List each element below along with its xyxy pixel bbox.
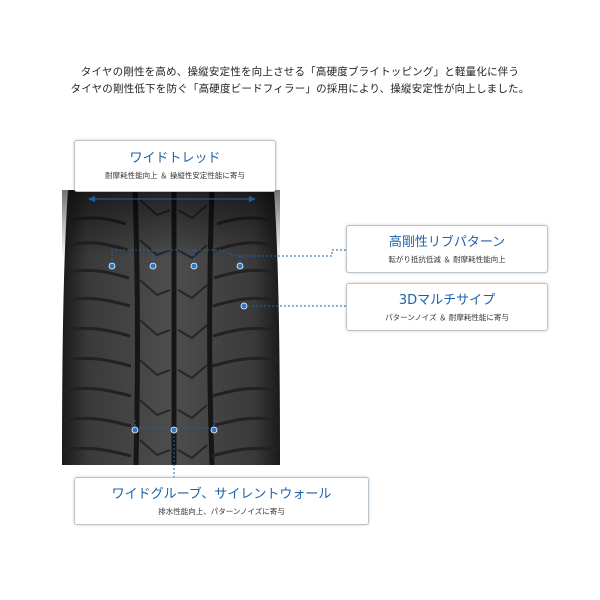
groove-marker-2 [170, 426, 178, 434]
tire-tread-drawing [62, 190, 280, 465]
callout-wide-tread: ワイドトレッド 耐摩耗性能向上 ＆ 操縦性安定性能に寄与 [74, 140, 276, 192]
callout-rib-pattern-desc: 転がり抵抗低減 ＆ 耐摩耗性能向上 [388, 255, 506, 264]
callout-wide-groove-title: ワイドグルーブ、サイレントウォール [111, 487, 332, 502]
callout-wide-tread-title: ワイドトレッド [129, 151, 221, 166]
rib-marker-4 [236, 262, 244, 270]
intro-text: タイヤの剛性を高め、操縦安定性を向上させる「高硬度ブライトッピング」と軽量化に伴… [0, 64, 600, 98]
callout-rib-pattern: 高剛性リブパターン 転がり抵抗低減 ＆ 耐摩耗性能向上 [346, 225, 548, 273]
callout-3d-sipe: 3Dマルチサイプ パターンノイズ ＆ 耐摩耗性能に寄与 [346, 283, 548, 331]
rib-leader [112, 249, 346, 257]
rib-marker-2 [149, 262, 157, 270]
arrow-left-icon [88, 196, 95, 202]
callout-wide-groove: ワイドグルーブ、サイレントウォール 排水性能向上、パターンノイズに寄与 [74, 477, 369, 525]
arrow-right-icon [249, 196, 256, 202]
sipe-marker [240, 302, 248, 310]
callout-3d-sipe-desc: パターンノイズ ＆ 耐摩耗性能に寄与 [385, 313, 509, 322]
callout-rib-pattern-title: 高剛性リブパターン [388, 235, 506, 250]
intro-line-2: タイヤの剛性低下を防ぐ「高硬度ビードフィラー」の採用により、操縦安定性が向上しま… [70, 83, 530, 95]
rib-marker-3 [190, 262, 198, 270]
callout-wide-groove-desc: 排水性能向上、パターンノイズに寄与 [158, 507, 285, 516]
callout-3d-sipe-title: 3Dマルチサイプ [398, 293, 496, 308]
intro-line-1: タイヤの剛性を高め、操縦安定性を向上させる「高硬度ブライトッピング」と軽量化に伴… [80, 66, 520, 78]
callout-wide-tread-desc: 耐摩耗性能向上 ＆ 操縦性安定性能に寄与 [105, 171, 245, 180]
groove-marker-1 [131, 426, 139, 434]
groove-marker-3 [210, 426, 218, 434]
tire-tread-image [62, 190, 280, 465]
rib-marker-1 [108, 262, 116, 270]
